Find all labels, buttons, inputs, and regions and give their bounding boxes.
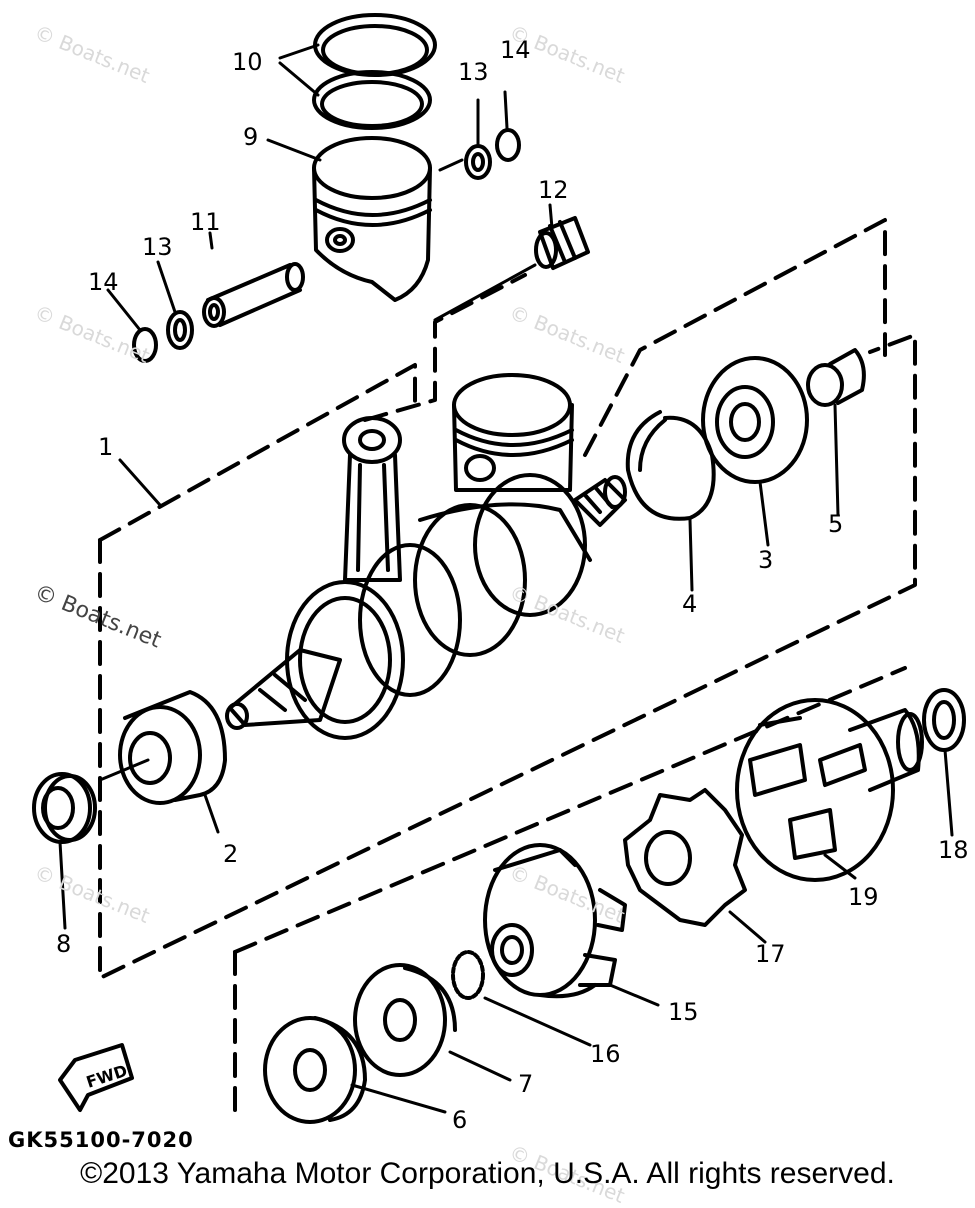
callout-14-right: 14 xyxy=(500,36,531,64)
callout-7: 7 xyxy=(518,1070,533,1098)
callout-18: 18 xyxy=(938,836,969,864)
piston-pin xyxy=(202,262,305,328)
main-bearing xyxy=(98,690,227,805)
callout-14-left: 14 xyxy=(88,268,119,296)
copyright-notice: ©2013 Yamaha Motor Corporation, U.S.A. A… xyxy=(80,1157,895,1190)
callout-3: 3 xyxy=(758,546,773,574)
callout-17: 17 xyxy=(755,940,786,968)
drive-coupling xyxy=(735,698,924,882)
callout-9: 9 xyxy=(243,123,258,151)
output-bearing xyxy=(701,356,809,484)
assembly-boundary-lines xyxy=(98,218,917,1122)
fwd-arrow xyxy=(58,1043,134,1112)
o-ring xyxy=(451,950,485,1000)
callout-6: 6 xyxy=(452,1106,467,1134)
oil-seal xyxy=(32,772,97,844)
callout-11: 11 xyxy=(190,208,221,236)
pin-clips-left xyxy=(132,310,194,363)
leader-lines xyxy=(58,43,954,1114)
diagram-code: GK55100-7020 xyxy=(8,1128,194,1152)
callout-13-left: 13 xyxy=(142,233,173,261)
shim xyxy=(353,963,457,1077)
thrust-washer xyxy=(263,1016,367,1124)
circlip xyxy=(625,410,716,521)
callout-13-right: 13 xyxy=(458,58,489,86)
piston xyxy=(312,136,432,302)
rubber-damper xyxy=(623,788,747,927)
callout-19: 19 xyxy=(848,883,879,911)
piston-rings xyxy=(312,13,437,130)
coupling-half xyxy=(483,843,627,999)
needle-bearing xyxy=(534,216,590,270)
callout-10: 10 xyxy=(232,48,263,76)
crankshaft-assembly xyxy=(225,373,627,740)
washer-18 xyxy=(922,688,966,752)
callout-5: 5 xyxy=(828,510,843,538)
callout-8: 8 xyxy=(56,930,71,958)
callout-1: 1 xyxy=(98,433,113,461)
callout-16: 16 xyxy=(590,1040,621,1068)
callout-4: 4 xyxy=(682,590,697,618)
callout-2: 2 xyxy=(223,840,238,868)
callout-12: 12 xyxy=(538,176,569,204)
callout-15: 15 xyxy=(668,998,699,1026)
callouts: 10 9 13 14 12 11 13 14 1 2 3 4 5 6 7 8 1… xyxy=(56,36,969,1134)
pin-clips-right xyxy=(464,128,521,180)
collar xyxy=(806,348,866,407)
